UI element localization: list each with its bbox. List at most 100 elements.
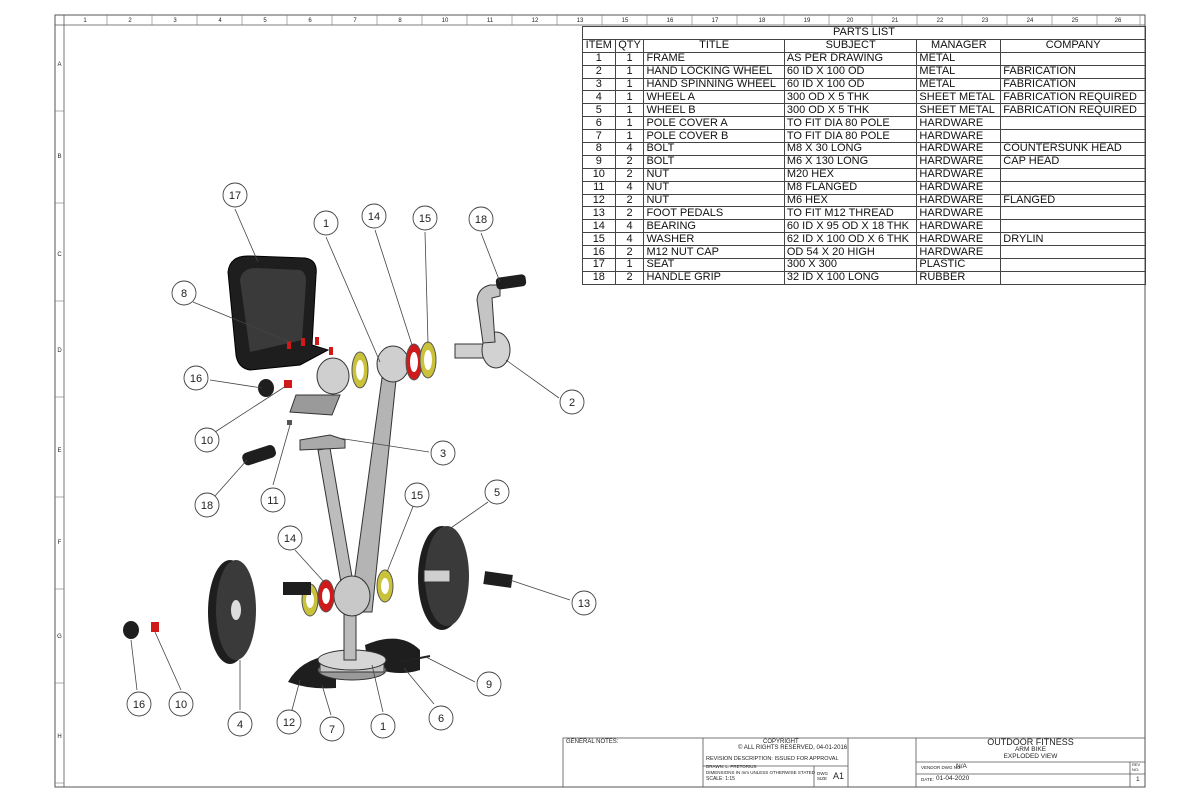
parts-cell: 62 ID X 100 OD X 6 THK: [783, 232, 918, 247]
row-letter: D: [57, 348, 62, 354]
balloon-item-2: 2: [559, 389, 585, 415]
balloon-number: 17: [229, 190, 241, 202]
date: 01-04-2020: [936, 775, 970, 782]
parts-cell: 4: [614, 219, 645, 234]
title-block-frame: [562, 737, 1146, 788]
parts-cell: AS PER DRAWING: [783, 51, 918, 66]
balloon-item-6: 6: [428, 705, 454, 731]
handle-grip-right: [495, 274, 527, 290]
parts-cell: 2: [614, 206, 645, 221]
parts-cell: OD 54 X 20 HIGH: [783, 245, 918, 260]
balloon-circle: [227, 711, 253, 737]
balloon-number: 9: [486, 679, 492, 691]
parts-cell: PLASTIC: [916, 258, 1002, 272]
balloon-number: 16: [133, 699, 145, 711]
column-number: 16: [667, 18, 674, 24]
parts-cell: HARDWARE: [916, 180, 1002, 195]
parts-header-cell: COMPANY: [1000, 38, 1146, 53]
parts-cell: 4: [614, 142, 645, 156]
row-letter: A: [57, 62, 61, 68]
rev-number: 1: [1136, 776, 1140, 783]
parts-list-title: PARTS LIST: [582, 26, 1146, 40]
column-number: 12: [532, 18, 539, 24]
parts-cell: 18: [582, 270, 616, 285]
parts-cell: 60 ID X 100 OD: [783, 77, 918, 92]
parts-cell: 4: [582, 90, 616, 105]
balloon-item-16: 16: [183, 365, 209, 391]
parts-cell: 300 OD X 5 THK: [783, 103, 918, 118]
rev-label: REV NO:: [1132, 762, 1141, 772]
parts-cell: 1: [614, 103, 645, 118]
company-name: OUTDOOR FITNESS: [987, 737, 1074, 747]
parts-cell: TO FIT M12 THREAD: [783, 206, 918, 221]
row-letter: C: [57, 252, 62, 258]
balloon-number: 14: [368, 211, 380, 223]
parts-cell: 300 X 300: [783, 258, 918, 272]
row-letter: B: [57, 154, 61, 160]
balloon-circle: [476, 671, 502, 697]
parts-cell: TO FIT DIA 80 POLE: [783, 129, 918, 144]
parts-cell: BEARING: [643, 219, 785, 234]
parts-cell: BOLT: [643, 142, 785, 156]
parts-cell: COUNTERSUNK HEAD: [1000, 142, 1146, 156]
column-number: 25: [1072, 18, 1079, 24]
balloon-item-16: 16: [126, 691, 152, 717]
parts-cell: DRYLIN: [1000, 232, 1146, 247]
parts-cell: 1: [614, 116, 645, 131]
balloon-item-15: 15: [404, 482, 430, 508]
balloon-item-8: 8: [171, 280, 197, 306]
column-number: 15: [622, 18, 629, 24]
parts-cell: FLANGED: [1000, 193, 1146, 208]
parts-cell: [1000, 180, 1146, 195]
row-letter: F: [58, 540, 62, 546]
parts-cell: 32 ID X 100 LONG: [783, 270, 918, 285]
parts-cell: WHEEL A: [643, 90, 785, 105]
balloon-circle: [168, 691, 194, 717]
pedal-left: [283, 582, 311, 595]
balloon-circle: [171, 280, 197, 306]
column-number: 10: [442, 18, 449, 24]
general-notes: GENERAL NOTES:: [566, 739, 619, 745]
balloon-item-18: 18: [468, 206, 494, 232]
parts-cell: M6 X 130 LONG: [783, 154, 918, 169]
balloon-item-11: 11: [260, 487, 286, 513]
parts-cell: SHEET METAL: [916, 90, 1002, 105]
row-letter: G: [57, 634, 62, 640]
pedal-right: [483, 571, 513, 588]
balloon-circle: [468, 206, 494, 232]
balloon-circle: [319, 716, 345, 742]
parts-cell: [1000, 116, 1146, 131]
balloon-number: 7: [329, 724, 335, 736]
parts-cell: M8 FLANGED: [783, 180, 918, 195]
balloon-number: 4: [237, 719, 243, 731]
parts-cell: TO FIT DIA 80 POLE: [783, 116, 918, 131]
balloon-circle: [370, 713, 396, 739]
parts-cell: 1: [614, 64, 645, 79]
column-number: 2: [128, 18, 132, 24]
parts-cell: HAND LOCKING WHEEL: [643, 64, 785, 79]
leader-lines: [130, 208, 571, 716]
view-name: EXPLODED VIEW: [1003, 753, 1058, 760]
parts-cell: SHEET METAL: [916, 103, 1002, 118]
balloon-circle: [183, 365, 209, 391]
column-number: 21: [892, 18, 899, 24]
balloon-item-12: 12: [276, 709, 302, 735]
balloon-circle: [361, 203, 387, 229]
balloon-circle: [571, 590, 597, 616]
date-label: DATE:: [921, 777, 934, 782]
balloon-circle: [194, 492, 220, 518]
column-number: 13: [577, 18, 584, 24]
balloon-number: 8: [181, 288, 187, 300]
